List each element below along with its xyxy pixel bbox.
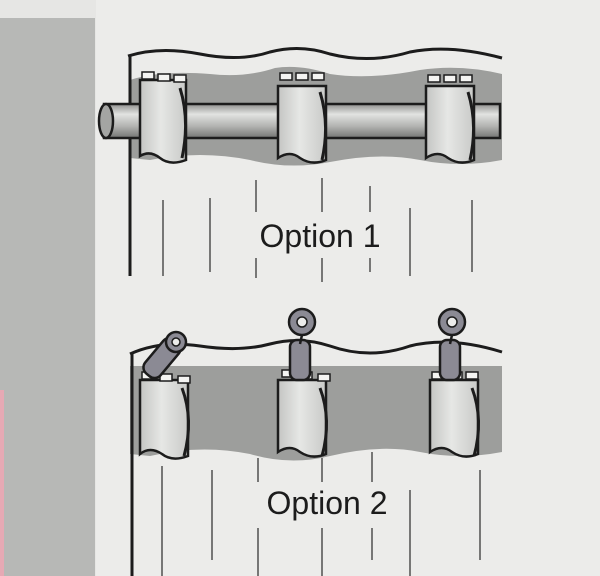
tab-3 — [428, 371, 481, 458]
left-grey-strip — [0, 18, 95, 576]
hook-2 — [287, 307, 317, 382]
pink-edge — [0, 390, 4, 576]
tab-1 — [138, 71, 188, 164]
tab-2 — [276, 72, 328, 164]
tab-3 — [424, 74, 476, 164]
tab-2 — [276, 369, 331, 458]
option-1-panel: Option 1 — [97, 47, 503, 282]
option-2-panel: Option 2 — [129, 307, 503, 576]
hook-1 — [142, 330, 188, 380]
hook-3 — [437, 307, 467, 382]
option-1-label: Option 1 — [260, 218, 381, 254]
header-top-edge — [127, 47, 503, 60]
option-2-label: Option 2 — [267, 485, 388, 521]
tab-1 — [138, 371, 191, 460]
